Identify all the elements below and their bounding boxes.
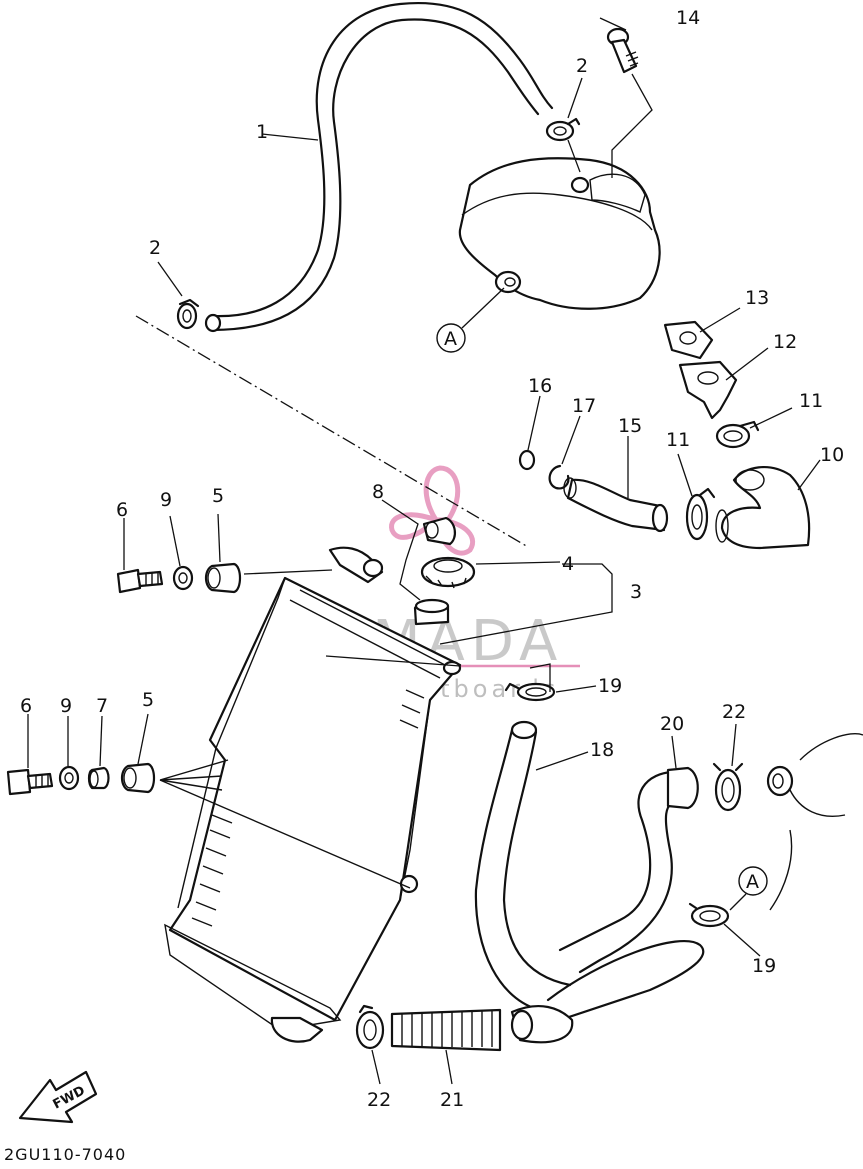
part-cap-8: [422, 516, 456, 546]
part-clamp-19-upper: [504, 682, 556, 702]
part-bolt-6-lower: [6, 768, 54, 796]
part-reservoir-tank: [458, 157, 661, 310]
callout-16: 16: [528, 375, 552, 397]
callout-2-upper: 2: [576, 55, 588, 77]
callout-13: 13: [745, 287, 769, 309]
part-hose-21: [390, 1004, 574, 1052]
callout-labels: 1 2 2 14 13 12 11 10 16 17 15 11 8 4 3 6…: [20, 7, 844, 1111]
fwd-arrow-icon: FWD: [18, 1070, 98, 1124]
part-clamp-22-lower: [355, 1004, 385, 1050]
callout-3: 3: [630, 581, 642, 603]
part-clamp-19-lower: [688, 902, 730, 928]
part-collar-9-lower: [58, 765, 80, 791]
callout-2-lower: 2: [149, 237, 161, 259]
callout-9-upper: 9: [160, 489, 172, 511]
callout-19-upper: 19: [598, 675, 622, 697]
part-bolt-14: [606, 27, 639, 74]
part-engine-fitting: [766, 733, 863, 911]
part-bracket-12: [678, 360, 738, 420]
callout-9-lower: 9: [60, 695, 72, 717]
callout-17: 17: [572, 395, 596, 417]
callout-22-right: 22: [722, 701, 746, 723]
svg-text:A: A: [444, 328, 457, 350]
callout-20: 20: [660, 713, 684, 735]
callout-10: 10: [820, 444, 844, 466]
callout-18: 18: [590, 739, 614, 761]
part-oring-16: [518, 449, 536, 471]
callout-11-left: 11: [666, 429, 690, 451]
part-clamp-22-right: [712, 762, 744, 812]
reference-line-upper: [135, 315, 529, 548]
part-clamp-2-upper: [545, 117, 581, 142]
callout-6-upper: 6: [116, 499, 128, 521]
callout-22-lower: 22: [367, 1089, 391, 1111]
part-spacer-7: [87, 766, 110, 790]
leader-lines: [27, 17, 821, 1085]
svg-text:A: A: [746, 871, 759, 893]
part-clamp-11-lower: [685, 487, 716, 541]
callout-8: 8: [372, 481, 384, 503]
part-pipe-15: [563, 477, 669, 533]
part-bolt-6-upper: [116, 568, 164, 594]
callout-4: 4: [562, 553, 574, 575]
part-grommet-5-lower: [120, 762, 156, 794]
part-radiator-3: [164, 546, 462, 1043]
callout-19-lower: 19: [752, 955, 776, 977]
part-hose-20: [546, 766, 705, 1022]
callout-7: 7: [96, 695, 108, 717]
callout-5-upper: 5: [212, 485, 224, 507]
reference-line-lower: [159, 779, 411, 889]
part-circlip-17: [548, 464, 570, 490]
callout-6-lower: 6: [20, 695, 32, 717]
callout-12: 12: [773, 331, 797, 353]
callout-1: 1: [256, 121, 268, 143]
part-collar-9-upper: [172, 565, 194, 591]
callout-11-right: 11: [799, 390, 823, 412]
reference-mark-a-lower: A: [729, 866, 768, 911]
part-gasket-13: [663, 320, 714, 360]
part-hose-10: [715, 466, 811, 550]
part-grommet-5-upper: [204, 562, 242, 594]
part-code: 2GU110-7040: [4, 1145, 126, 1164]
part-cap-4: [420, 556, 476, 589]
part-clamp-2-lower: [176, 298, 200, 330]
callout-21: 21: [440, 1089, 464, 1111]
part-clamp-11-upper: [715, 420, 760, 449]
callout-5-lower: 5: [142, 689, 154, 711]
part-hose-1: [204, 2, 554, 333]
callout-14: 14: [676, 7, 700, 29]
reference-mark-a-upper: A: [436, 287, 505, 353]
part-hose-18: [474, 720, 572, 1012]
callout-15: 15: [618, 415, 642, 437]
